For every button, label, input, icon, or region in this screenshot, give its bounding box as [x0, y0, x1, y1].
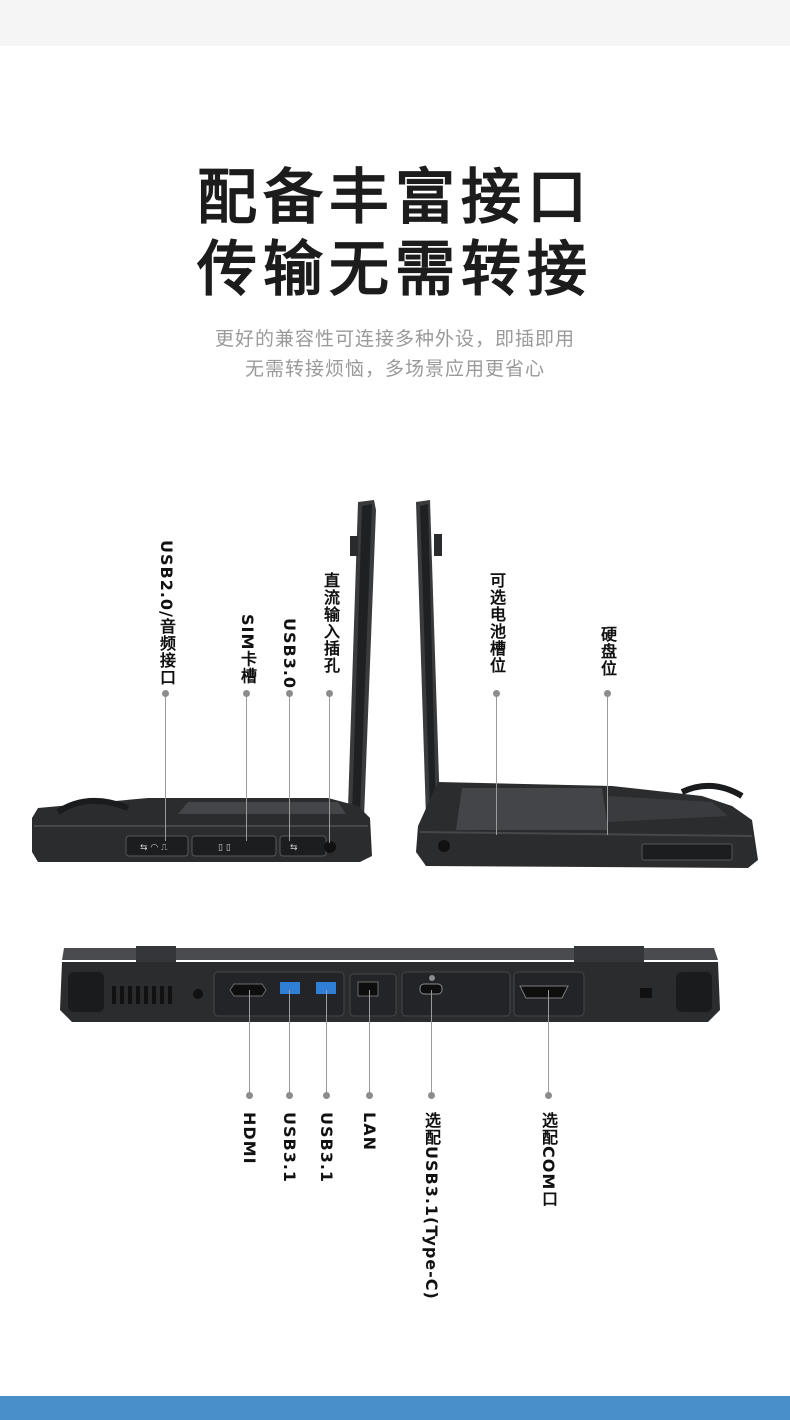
subtitle-line-2: 无需转接烦恼，多场景应用更省心	[244, 358, 545, 380]
callout-dot	[493, 690, 500, 697]
label-sim-slot: SIM卡槽	[238, 614, 257, 685]
callout-dot	[545, 1092, 552, 1099]
callout-dot	[246, 1092, 253, 1099]
subtitle-line-1: 更好的兼容性可连接多种外设，即插即用	[214, 328, 575, 350]
label-dc-input: 直流输入插孔	[321, 572, 340, 674]
callout-line	[289, 697, 290, 841]
callout-line	[165, 697, 166, 841]
headline-line-1: 配备丰富接口	[197, 163, 593, 233]
label-usb31-b: USB3.1	[317, 1112, 336, 1184]
label-usb31-a: USB3.1	[280, 1112, 299, 1184]
svg-text:⇆ ◠ ⎍: ⇆ ◠ ⎍	[140, 843, 168, 853]
callout-line	[249, 990, 250, 1094]
top-band	[0, 0, 790, 46]
callout-line	[289, 990, 290, 1094]
callout-dot	[366, 1092, 373, 1099]
laptop-left-side-image: ⇆ ◠ ⎍ ▯ ▯ ⇆	[32, 500, 376, 862]
callout-line	[548, 990, 549, 1094]
label-battery-slot: 可选电池槽位	[487, 572, 506, 674]
callout-line	[431, 990, 432, 1094]
headline-line-2: 传输无需转接	[197, 235, 593, 305]
callout-dot	[286, 1092, 293, 1099]
callout-line	[607, 697, 608, 835]
label-lan: LAN	[360, 1112, 379, 1151]
svg-text:▯ ▯: ▯ ▯	[218, 843, 231, 853]
callout-dot	[326, 690, 333, 697]
callout-line	[369, 990, 370, 1094]
label-hdd-bay: 硬盘位	[598, 626, 617, 677]
laptop-right-side-image	[416, 500, 758, 868]
label-usb-audio: USB2.0/音频接口	[157, 540, 176, 686]
callout-line	[326, 990, 327, 1094]
callout-line	[329, 697, 330, 843]
callout-dot	[162, 690, 169, 697]
callout-dot	[323, 1092, 330, 1099]
svg-text:⇆: ⇆	[290, 843, 298, 853]
callout-line	[496, 697, 497, 835]
callout-dot	[243, 690, 250, 697]
callout-dot	[604, 690, 611, 697]
label-com: 选配COM口	[539, 1112, 558, 1208]
label-hdmi: HDMI	[240, 1112, 259, 1165]
label-typec: 选配USB3.1(Type-C)	[422, 1112, 441, 1300]
callout-line	[246, 697, 247, 841]
callout-dot	[286, 690, 293, 697]
callout-dot	[428, 1092, 435, 1099]
laptop-rear-image	[60, 946, 720, 1022]
label-usb30: USB3.0	[280, 618, 299, 690]
bottom-band	[0, 1396, 790, 1420]
